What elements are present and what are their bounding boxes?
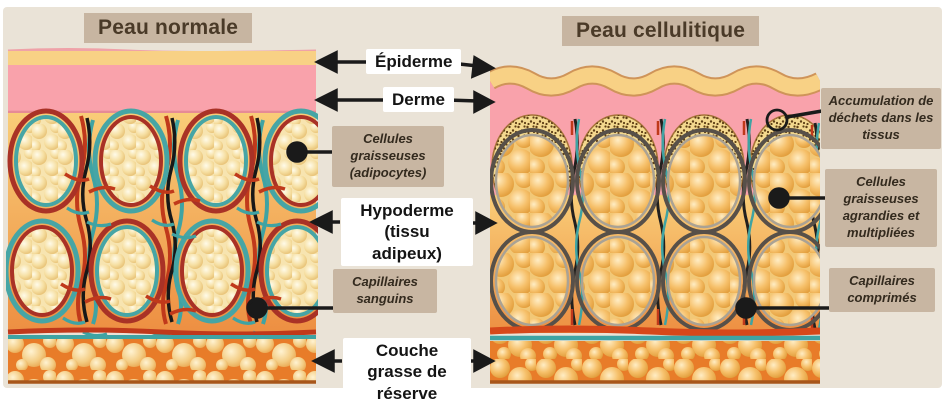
epidermis-layer-cellulite — [490, 65, 820, 97]
dermis-layer — [8, 65, 316, 113]
reserve-fat-layer — [8, 339, 316, 381]
separator-red — [7, 327, 317, 337]
label-epiderme: Épiderme — [366, 49, 462, 75]
label-hypoderme: Hypoderme (tissu adipeux) — [341, 198, 473, 266]
left-panel-title: Peau normale — [84, 13, 253, 43]
label-cellules-agrandies: Cellules graisseuses agrandies et multip… — [825, 169, 937, 247]
separator-red-cellulite — [490, 325, 820, 337]
label-capillaires-sanguins: Capillaires sanguins — [333, 269, 437, 313]
label-couche-grasse: Couche grasse de réserve — [343, 338, 471, 406]
epidermis-layer — [8, 51, 316, 65]
label-accumulation-dechets: Accumulation de déchets dans les tissus — [821, 88, 941, 149]
reserve-fat-layer-cellulite — [490, 341, 820, 381]
label-capillaires-comprimes: Capillaires comprimés — [829, 268, 935, 312]
label-cellules-graisseuses: Cellules graisseuses (adipocytes) — [332, 126, 444, 187]
normal-skin-illustration — [6, 48, 318, 384]
adipocyte-cells — [6, 108, 318, 324]
right-panel-title: Peau cellulitique — [562, 16, 760, 46]
label-derme: Derme — [383, 87, 454, 113]
cellulite-skin-illustration — [490, 65, 820, 384]
